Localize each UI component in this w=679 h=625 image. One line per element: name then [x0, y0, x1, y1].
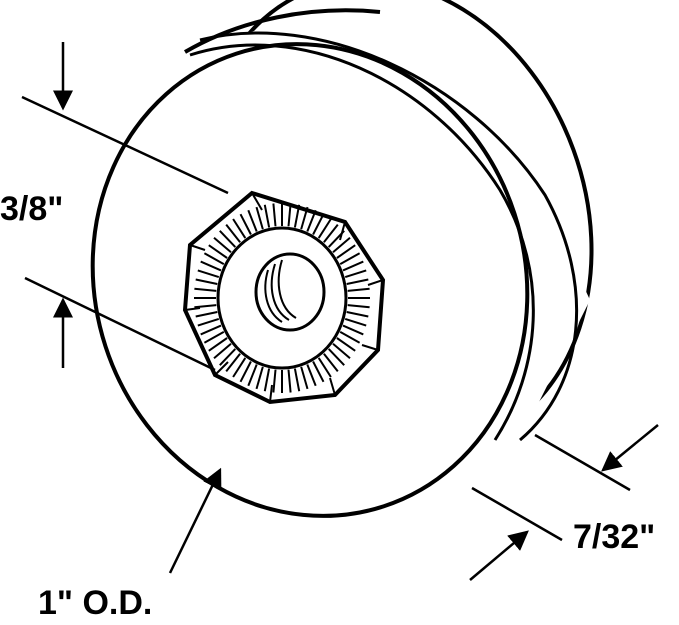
serration-tooth — [194, 287, 217, 292]
serration-tooth — [208, 244, 228, 259]
serration-tooth — [225, 353, 241, 373]
serration-tooth — [312, 213, 325, 235]
serration-tooth — [197, 317, 220, 327]
serration-tooth — [232, 218, 247, 239]
serration-tooth — [339, 252, 361, 265]
tread-edge-top — [183, 8, 381, 54]
serration-tooth — [344, 317, 367, 327]
arrow-in-top — [601, 424, 659, 472]
serration-tooth — [347, 304, 370, 309]
serration-tooth — [272, 369, 277, 393]
serration-tooth — [327, 348, 345, 366]
serration-tooth — [346, 311, 369, 318]
serration-tooth — [213, 342, 232, 360]
serration-tooth — [312, 361, 325, 383]
groove-line — [189, 43, 535, 441]
serration-tooth — [317, 357, 332, 378]
serration-tooth — [342, 260, 364, 272]
serration-tooth — [287, 369, 292, 393]
width-dimension — [469, 424, 659, 581]
serration-tooth — [263, 204, 271, 228]
serration-tooth — [213, 236, 232, 254]
serration-tooth — [339, 331, 361, 344]
serration-tooth — [208, 337, 228, 352]
serration-tooth — [232, 357, 247, 378]
thread-size-label: 3/8" — [0, 190, 63, 228]
serration-tooth — [200, 324, 222, 336]
serration-tooth — [336, 244, 356, 259]
serration-tooth — [346, 278, 369, 285]
serration-tooth — [194, 304, 217, 309]
serration-tooth — [332, 342, 351, 360]
hex-nut — [182, 190, 386, 405]
od-leader-arrow — [168, 467, 222, 574]
serration-tooth — [219, 348, 237, 366]
serration-tooth — [300, 366, 309, 390]
extension-line-bottom — [24, 276, 216, 372]
serration-tooth — [347, 287, 370, 292]
extension-line-left — [471, 486, 563, 542]
serration-tooth — [293, 204, 301, 228]
serrated-washer — [194, 203, 370, 393]
outer-diameter-dimension — [168, 467, 222, 574]
serration-tooth — [239, 361, 252, 383]
width-label: 7/32" — [573, 518, 655, 556]
serration-tooth — [239, 213, 252, 235]
serration-tooth — [344, 269, 367, 279]
serration-tooth — [342, 324, 364, 336]
serration-tooth — [225, 223, 241, 243]
serration-tooth — [287, 203, 292, 227]
serration-tooth — [197, 269, 220, 279]
serration-tooth — [323, 353, 339, 373]
serration-tooth — [247, 364, 258, 387]
arrow-in-bottom — [469, 530, 529, 581]
serration-tooth — [255, 366, 264, 390]
serration-tooth — [300, 206, 309, 230]
serration-tooth — [306, 364, 317, 387]
serration-tooth — [219, 230, 237, 248]
serration-tooth — [247, 209, 258, 232]
serration-tooth — [263, 368, 271, 392]
serration-tooth — [200, 260, 222, 272]
serration-tooth — [327, 230, 345, 248]
tread-outer-line — [199, 31, 579, 442]
serration-tooth — [195, 311, 218, 318]
thread-size-dimension — [21, 42, 229, 372]
serration-tooth — [195, 278, 218, 285]
serration-tooth — [336, 337, 356, 352]
bore-threads — [264, 259, 297, 323]
serration-tooth — [203, 331, 225, 344]
serration-tooth — [332, 236, 351, 254]
serration-tooth — [255, 206, 264, 230]
hex-nut-facet — [184, 192, 384, 403]
serration-tooth — [293, 368, 301, 392]
serration-tooth — [306, 209, 317, 232]
serration-tooth — [272, 203, 277, 227]
serration-tooth — [317, 218, 332, 239]
outer-diameter-label: 1" O.D. — [38, 584, 152, 622]
extension-line-top — [21, 95, 229, 195]
serration-tooth — [203, 252, 225, 265]
extension-line-right — [534, 433, 631, 492]
serration-tooth — [323, 223, 339, 243]
